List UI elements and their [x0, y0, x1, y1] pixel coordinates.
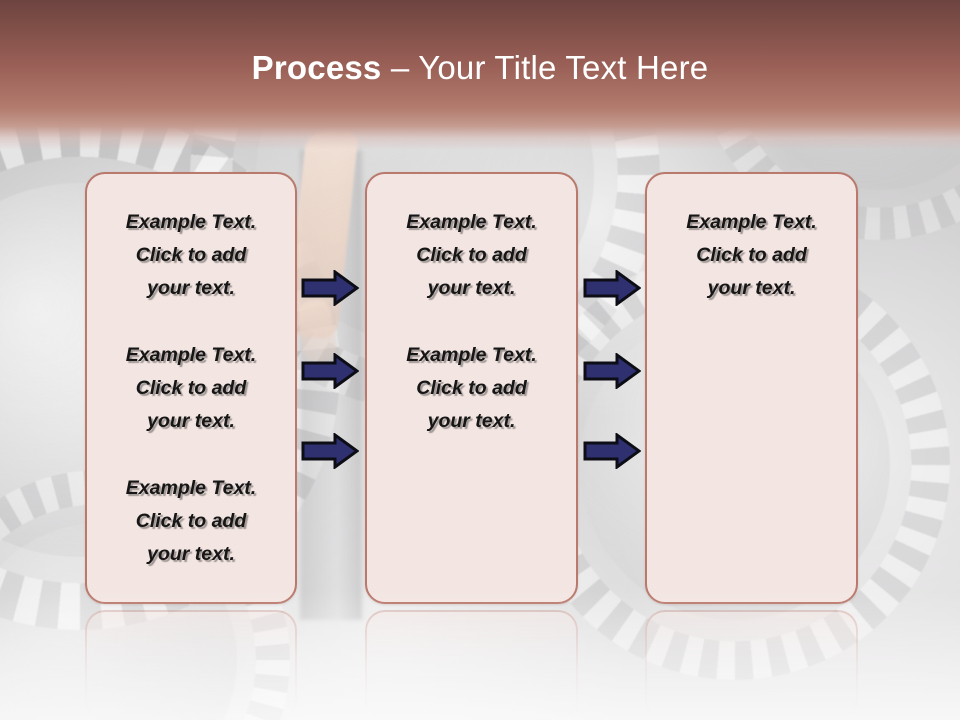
- arrow-right-icon-2-2: [583, 353, 641, 389]
- process-text-1-3[interactable]: Example Text. Click to add your text.: [125, 477, 257, 565]
- process-text-2-2[interactable]: Example Text. Click to add your text.: [406, 344, 537, 432]
- process-text-1-1[interactable]: Example Text. Click to add your text.: [125, 211, 257, 299]
- page-title-rest: Your Title Text Here: [418, 49, 709, 86]
- process-text-3-1[interactable]: Example Text. Click to add your text.: [686, 211, 817, 299]
- page-title-separator: –: [381, 49, 419, 86]
- arrow-right-icon-2-1: [583, 270, 641, 306]
- process-text-1-2[interactable]: Example Text. Click to add your text.: [125, 344, 257, 432]
- process-box-1[interactable]: Example Text. Click to add your text. Ex…: [85, 172, 297, 604]
- process-box-1-body: Example Text. Click to add your text. Ex…: [87, 174, 295, 571]
- process-box-2[interactable]: Example Text. Click to add your text. Ex…: [365, 172, 578, 604]
- page-title-bold: Process: [251, 49, 382, 86]
- arrow-right-icon-2-3: [583, 433, 641, 469]
- process-box-2-body: Example Text. Click to add your text. Ex…: [367, 174, 576, 438]
- slide-header-band: Process – Your Title Text Here: [0, 0, 960, 150]
- arrow-right-icon-1-3: [301, 433, 359, 469]
- process-box-3-body: Example Text. Click to add your text.: [647, 174, 856, 305]
- process-box-3[interactable]: Example Text. Click to add your text.: [645, 172, 858, 604]
- arrow-right-icon-1-2: [301, 353, 359, 389]
- page-title: Process – Your Title Text Here: [0, 48, 960, 88]
- arrow-right-icon-1-1: [301, 270, 359, 306]
- process-text-2-1[interactable]: Example Text. Click to add your text.: [406, 211, 537, 299]
